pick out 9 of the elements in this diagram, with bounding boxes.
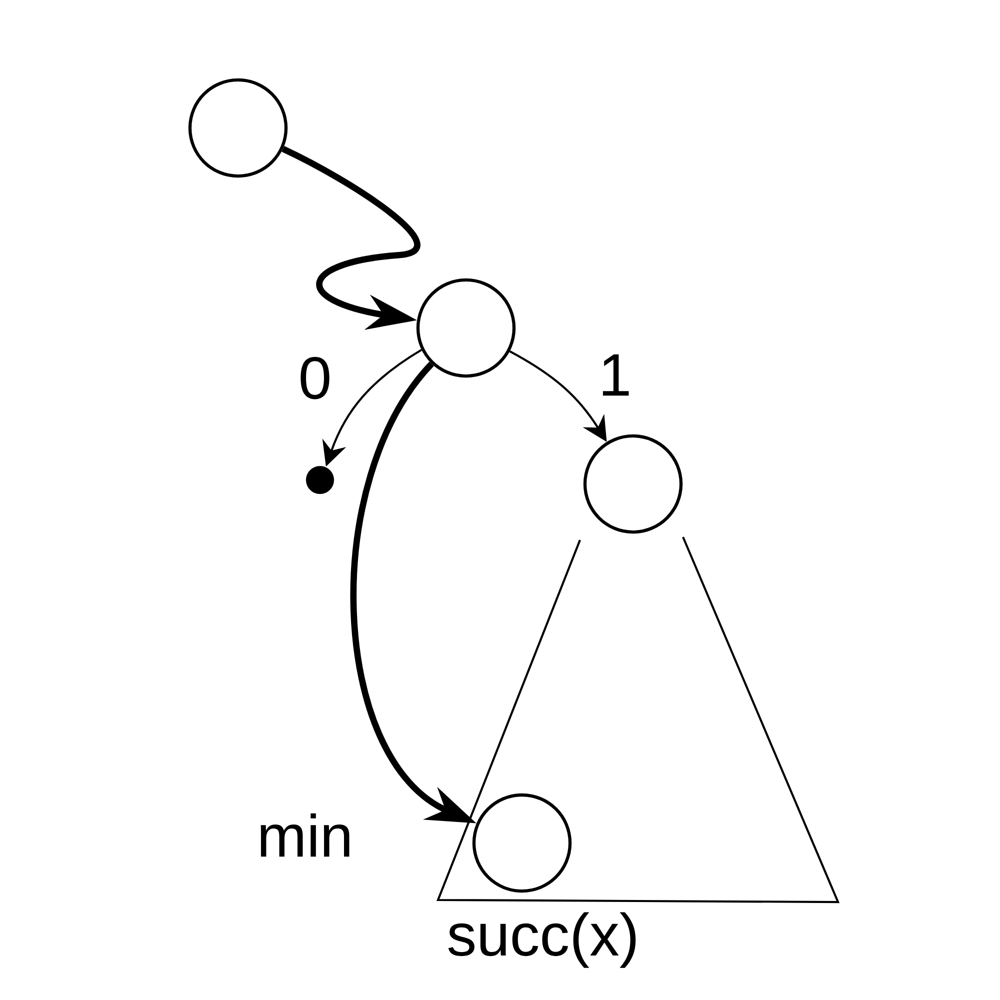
- tree-node: [583, 434, 683, 534]
- dot: [306, 466, 334, 494]
- edge-label: 0: [294, 353, 336, 403]
- tree-node: [416, 278, 516, 378]
- node-caption: succ(x): [448, 912, 636, 968]
- tree-node: [188, 78, 288, 178]
- edge-label: min: [253, 810, 357, 860]
- tree-node: [472, 793, 572, 893]
- edge-label: 1: [594, 350, 636, 400]
